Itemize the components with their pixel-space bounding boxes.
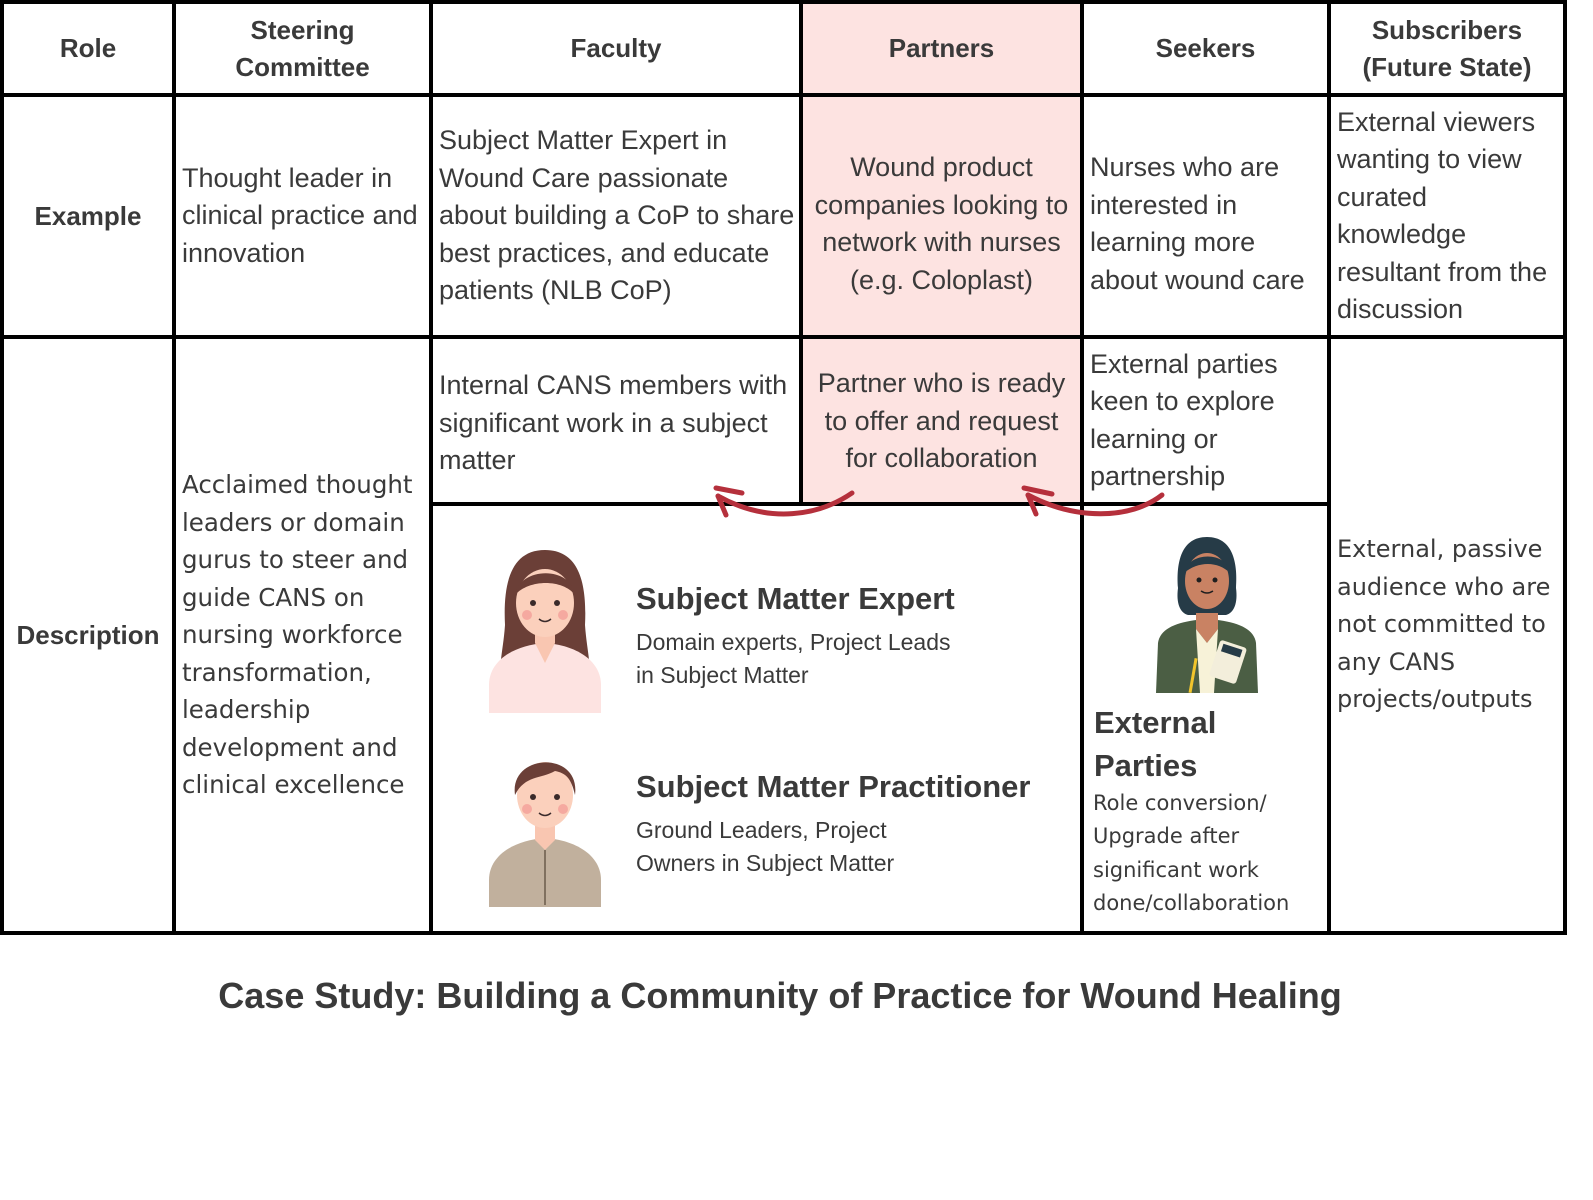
persona-external-subtitle-3: significant work xyxy=(1093,858,1259,882)
description-steering-cell: Acclaimed thought leaders or domain guru… xyxy=(174,337,431,933)
example-faculty-text: Subject Matter Expert in Wound Care pass… xyxy=(439,125,795,306)
description-partners-text: Partner who is ready to offer and reques… xyxy=(817,368,1066,474)
description-subscribers-text: External, passive audience who are not c… xyxy=(1337,535,1551,714)
male-practitioner-avatar-icon xyxy=(489,762,601,907)
partners-column-highlight xyxy=(801,2,1082,504)
businesswoman-calculator-avatar-icon xyxy=(1156,537,1258,694)
grid-line xyxy=(0,0,4,935)
persona-practitioner-subtitle-2: Owners in Subject Matter xyxy=(636,850,895,876)
description-seekers-text: External parties keen to explore learnin… xyxy=(1090,348,1278,492)
header-role: Role xyxy=(2,2,174,95)
row-label-example: Example xyxy=(2,95,174,337)
description-partners-cell: Partner who is ready to offer and reques… xyxy=(801,337,1082,504)
description-faculty-text: Internal CANS members with significant w… xyxy=(439,370,788,476)
persona-external-title-1: External xyxy=(1094,705,1217,740)
example-faculty-cell: Subject Matter Expert in Wound Care pass… xyxy=(431,95,801,337)
grid-line xyxy=(0,93,1567,97)
grid-line xyxy=(1080,0,1084,935)
persona-expert-subtitle-1: Domain experts, Project Leads xyxy=(636,629,951,655)
example-subscribers-text: External viewers wanting to view curated… xyxy=(1337,106,1548,325)
description-label: Description xyxy=(16,619,160,650)
description-subscribers-cell: External, passive audience who are not c… xyxy=(1329,337,1565,933)
header-faculty-label: Faculty xyxy=(570,33,662,63)
grid-line xyxy=(0,0,1567,4)
grid-line xyxy=(0,931,1567,935)
persona-external-subtitle-4: done/collaboration xyxy=(1093,891,1290,915)
example-partners-cell: Wound product companies looking to netwo… xyxy=(801,95,1082,337)
example-seekers-text: Nurses who are interested in learning mo… xyxy=(1090,152,1305,295)
grid-line xyxy=(799,0,803,504)
example-steering-cell: Thought leader in clinical practice and … xyxy=(174,95,431,337)
description-faculty-cell: Internal CANS members with significant w… xyxy=(431,337,801,504)
header-seekers: Seekers xyxy=(1082,2,1329,95)
persona-practitioner-subtitle-1: Ground Leaders, Project xyxy=(636,817,887,843)
header-subscribers-label: Subscribers (Future State) xyxy=(1362,14,1532,82)
description-seekers-cell: External parties keen to explore learnin… xyxy=(1082,337,1329,504)
persona-external-subtitle-2: Upgrade after xyxy=(1093,824,1240,848)
persona-external-title-2: Parties xyxy=(1094,748,1198,783)
description-steering-text: Acclaimed thought leaders or domain guru… xyxy=(182,470,413,800)
female-expert-avatar-icon xyxy=(489,550,601,713)
example-partners-text: Wound product companies looking to netwo… xyxy=(814,152,1069,295)
persona-external-subtitle-1: Role conversion/ xyxy=(1093,791,1267,815)
header-steering-committee: Steering Committee xyxy=(174,2,431,95)
example-subscribers-cell: External viewers wanting to view curated… xyxy=(1329,95,1565,337)
grid-line xyxy=(429,0,433,935)
persona-expert-subtitle-2: in Subject Matter xyxy=(636,662,809,688)
example-seekers-cell: Nurses who are interested in learning mo… xyxy=(1082,95,1329,337)
header-steering-label: Steering Committee xyxy=(235,14,370,82)
arrow-seekers-to-partners xyxy=(1025,492,1165,517)
header-partners-label: Partners xyxy=(888,33,995,63)
grid-line xyxy=(0,335,1567,339)
grid-line xyxy=(172,0,176,935)
grid-line xyxy=(1327,0,1331,935)
persona-practitioner-title: Subject Matter Practitioner xyxy=(636,769,1031,804)
header-role-label: Role xyxy=(59,33,117,63)
row-label-description: Description xyxy=(2,337,174,933)
header-subscribers: Subscribers (Future State) xyxy=(1329,2,1565,95)
header-seekers-label: Seekers xyxy=(1155,33,1256,63)
grid-line xyxy=(1563,0,1567,935)
arrow-head-faculty-icon xyxy=(713,485,745,518)
header-partners: Partners xyxy=(801,2,1082,95)
arrow-partners-to-faculty xyxy=(715,490,855,517)
example-label: Example xyxy=(34,200,142,231)
figure-caption: Case Study: Building a Community of Prac… xyxy=(218,975,1342,1016)
persona-expert-title: Subject Matter Expert xyxy=(636,581,955,616)
arrow-head-partners-icon xyxy=(1021,485,1055,517)
header-faculty: Faculty xyxy=(431,2,801,95)
grid-line xyxy=(429,502,1331,506)
example-steering-text: Thought leader in clinical practice and … xyxy=(182,162,418,268)
